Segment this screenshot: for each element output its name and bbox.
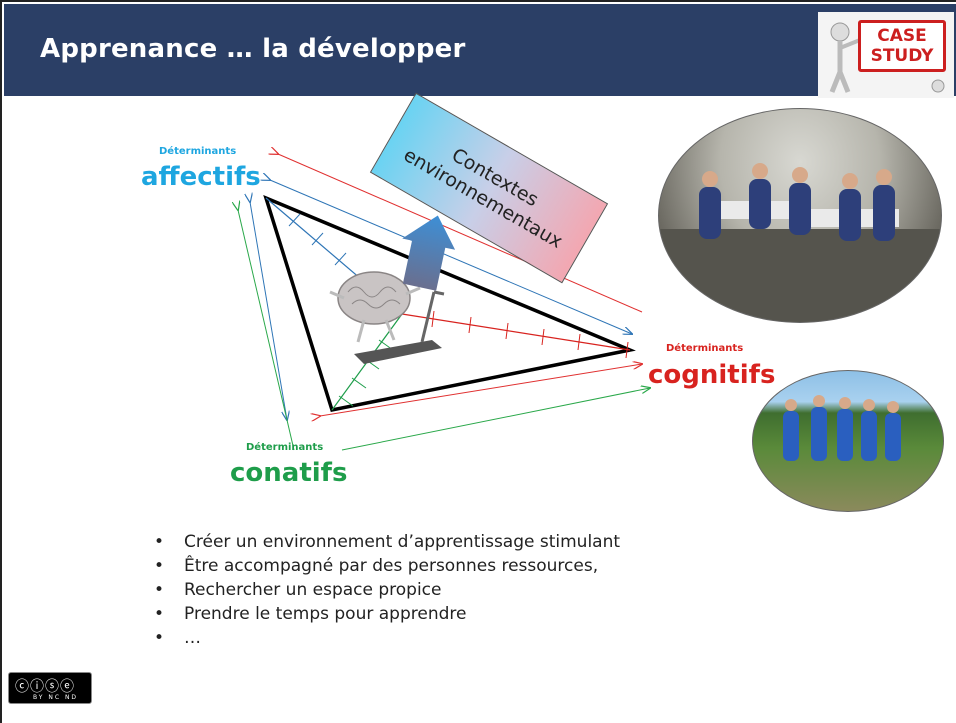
stick-figures-icon — [829, 22, 945, 93]
determinants-triangle — [263, 194, 636, 413]
slide-title: Apprenance … la développer — [40, 34, 466, 64]
bullet-item: Être accompagné par des personnes ressou… — [154, 554, 620, 578]
conatifs-label: conatifs — [230, 458, 348, 488]
bullet-item: Prendre le temps pour apprendre — [154, 602, 620, 626]
brain-treadmill-image — [329, 271, 445, 364]
conatifs-small-label: Déterminants — [246, 442, 324, 453]
cognitifs-axis — [401, 310, 631, 359]
red-outer-arrows — [278, 154, 642, 416]
badge-line-study: STUDY — [870, 46, 934, 66]
cc-tags: BY NC ND — [33, 694, 79, 701]
bullet-item: … — [154, 626, 620, 650]
green-outer-arrows — [238, 210, 650, 451]
title-bar: Apprenance … la développer — [4, 4, 956, 96]
bullet-list: Créer un environnement d’apprentissage s… — [154, 530, 620, 650]
case-study-board: CASE STUDY — [858, 20, 946, 72]
bullet-item: Rechercher un espace propice — [154, 578, 620, 602]
bullet-item: Créer un environnement d’apprentissage s… — [154, 530, 620, 554]
case-study-badge: CASE STUDY — [818, 12, 954, 98]
affectifs-small-label: Déterminants — [159, 146, 237, 157]
cognitifs-label: cognitifs — [648, 360, 776, 390]
upward-arrow-icon — [402, 215, 456, 291]
outdoor-team-photo — [752, 370, 944, 512]
cc-glyphs: ⓒⓘⓢⓔ — [15, 679, 75, 695]
affectifs-label: affectifs — [141, 162, 261, 192]
cognitifs-small-label: Déterminants — [666, 343, 744, 354]
creative-commons-icon: ⓒⓘⓢⓔ BY NC ND — [8, 672, 92, 704]
blue-outer-arrows — [250, 180, 632, 420]
badge-line-case: CASE — [877, 26, 927, 46]
classroom-photo — [658, 108, 942, 323]
